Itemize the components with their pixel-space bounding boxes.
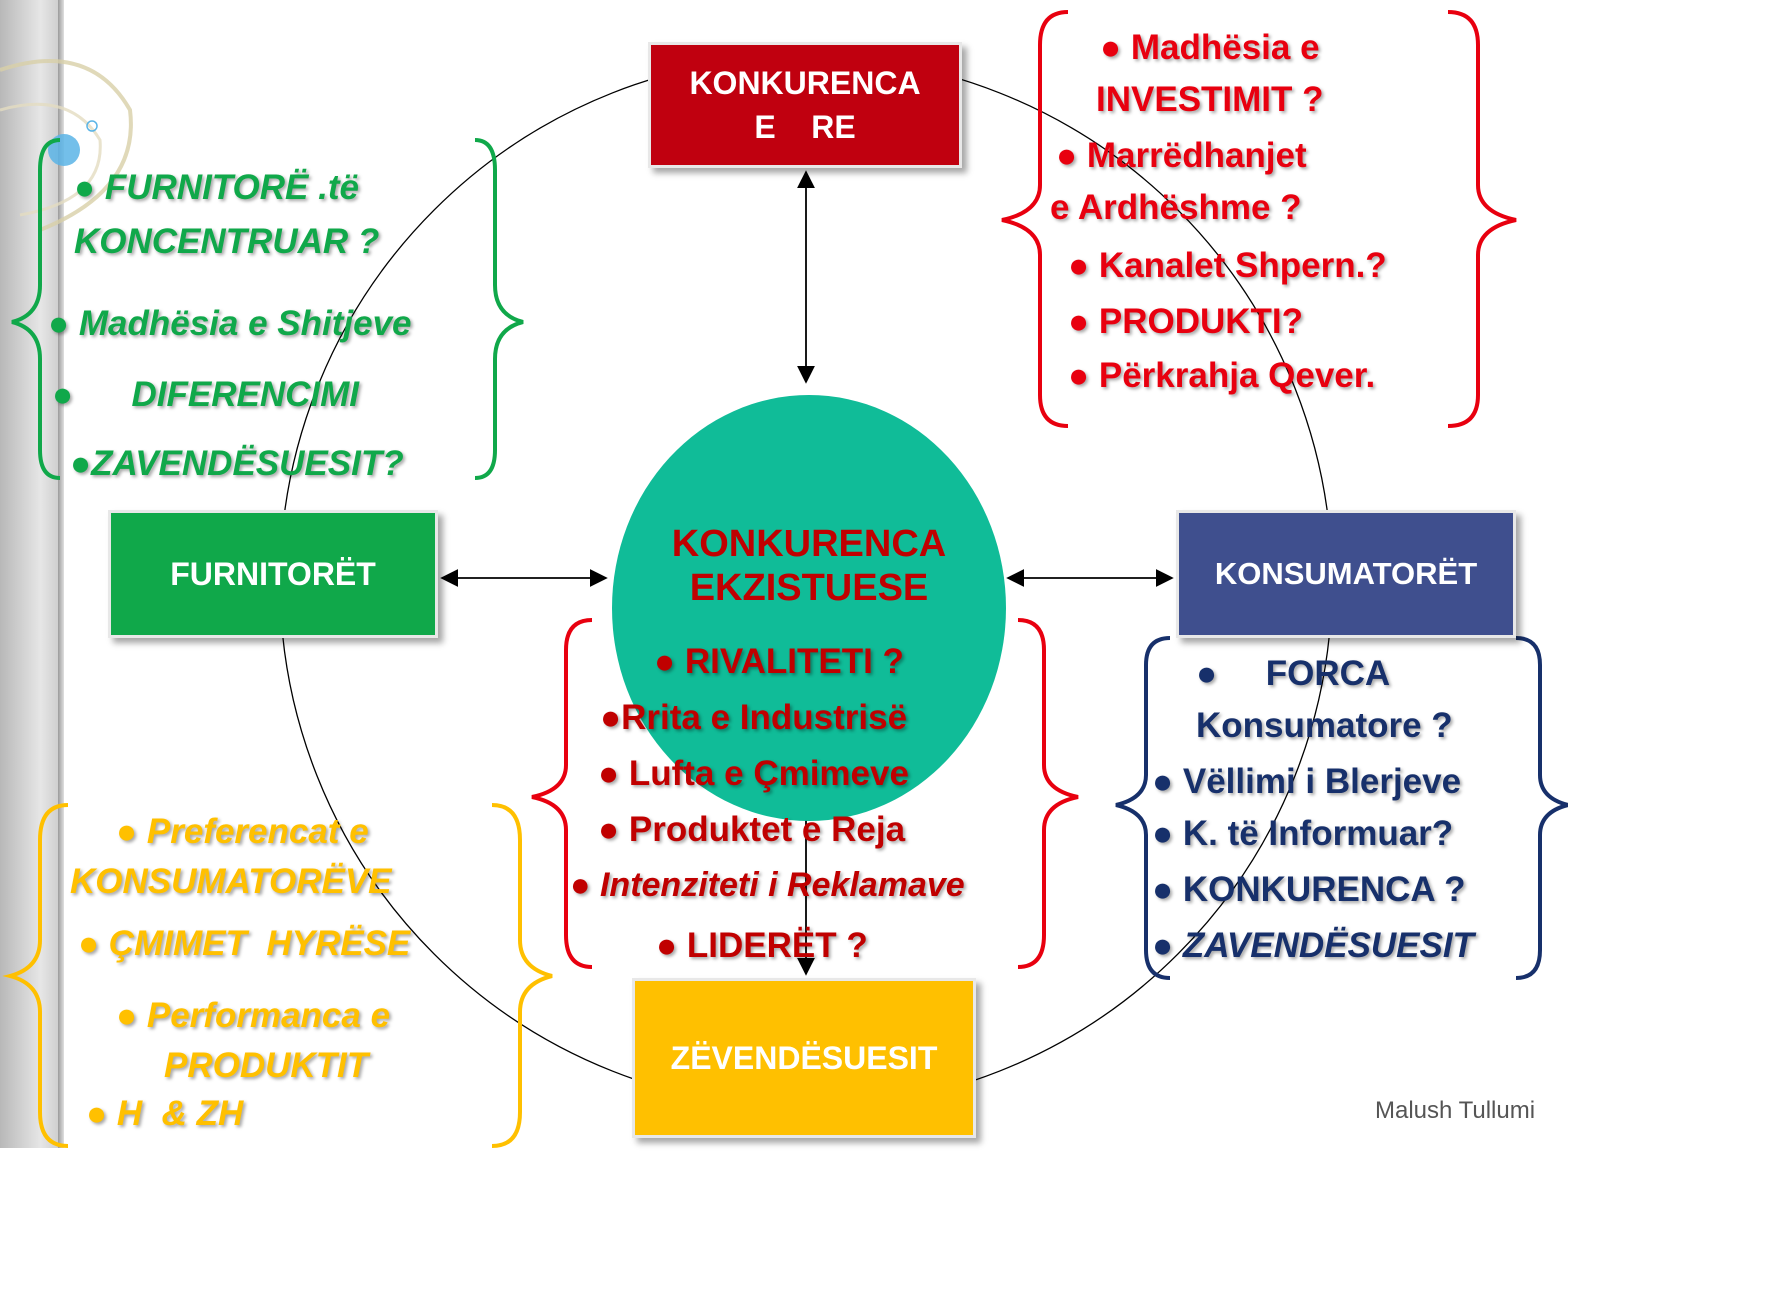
suppliers-note: ●ZAVENDËSUESIT? [70, 444, 404, 483]
substitutes-box: ZËVENDËSUESIT [632, 978, 976, 1138]
deco-ring [0, 102, 102, 217]
substitutes-note: ● Performanca e [116, 996, 391, 1035]
bracket-navy-right [1515, 636, 1568, 980]
bracket-center-left [531, 618, 593, 969]
suppliers-note: ● DIFERENCIMI [52, 375, 359, 414]
rivalry-item: ● Produktet e Reja [598, 810, 906, 849]
suppliers-note: KONCENTRUAR ? [74, 222, 380, 261]
rivalry-item: ● Lufta e Çmimeve [598, 754, 909, 793]
bracket-navy-left [1115, 636, 1171, 980]
bracket-red-left [1001, 10, 1069, 428]
substitutes-note: ● ÇMIMET HYRËSE [78, 924, 411, 963]
new-entrants-note: ● PRODUKTI? [1068, 302, 1304, 341]
rivalry-item: ● LIDERËT ? [656, 926, 868, 965]
new-entrants-note: ● Kanalet Shpern.? [1068, 246, 1387, 285]
buyers-box: KONSUMATORËT [1176, 510, 1516, 638]
new-entrants-note: ● Përkrahja Qever. [1068, 356, 1376, 395]
center-disc [612, 395, 1006, 821]
deco-bubble [48, 134, 80, 166]
bracket-center-right [1017, 618, 1079, 969]
substitutes-label: ZËVENDËSUESIT [670, 1039, 938, 1076]
new-entrants-note: INVESTIMIT ? [1096, 80, 1324, 119]
bracket-yellow-right [491, 803, 553, 1148]
buyers-note: ● KONKURENCA ? [1152, 870, 1466, 909]
slide-sidebar [0, 0, 58, 1148]
buyers-note: ● ZAVENDËSUESIT [1152, 926, 1474, 965]
substitutes-note: ● Preferencat e [116, 812, 369, 851]
rivalry-item: ●Rrita e Industrisë [600, 698, 908, 737]
new-entrants-note: ● Madhësia e [1100, 28, 1320, 67]
buyers-note: ● Vëllimi i Blerjeve [1152, 762, 1462, 801]
buyers-note: ● FORCA [1196, 654, 1391, 693]
author-footer: Malush Tullumi [1375, 1097, 1536, 1124]
new-entrants-label: KONKURENCA [689, 65, 921, 101]
suppliers-note: ● Madhësia e Shitjeve [48, 304, 412, 343]
rivalry-item: ● RIVALITETI ? [654, 642, 904, 681]
buyers-note: ● K. të Informuar? [1152, 814, 1454, 853]
substitutes-note: PRODUKTIT [164, 1046, 369, 1085]
slide-sidebar-edge [58, 0, 64, 1148]
bracket-red-right [1447, 10, 1517, 428]
center-title: KONKURENCA EKZISTUESE [612, 522, 1006, 610]
substitutes-note: ● H & ZH [86, 1094, 244, 1133]
bracket-green-left [11, 138, 61, 480]
new-entrants-label: E RE [754, 109, 856, 145]
new-entrants-box: KONKURENCA E RE [648, 42, 962, 168]
center-title-line: EKZISTUESE [689, 567, 929, 609]
suppliers-box: FURNITORËT [108, 510, 438, 638]
suppliers-note: ● FURNITORË .të [74, 168, 359, 207]
new-entrants-note: e Ardhëshme ? [1050, 188, 1302, 227]
rivalry-item: ● Intenziteti i Reklamave [570, 866, 965, 904]
new-entrants-note: ● Marrëdhanjet [1056, 136, 1307, 175]
deco-ring [0, 59, 133, 232]
deco-bubble [86, 120, 98, 132]
substitutes-note: KONSUMATORËVE [70, 862, 392, 901]
bracket-yellow-left [2, 803, 69, 1148]
center-title-line: KONKURENCA [671, 523, 947, 565]
buyers-label: KONSUMATORËT [1214, 556, 1478, 591]
diagram-lines [0, 10, 1568, 1148]
buyers-note: Konsumatore ? [1196, 706, 1453, 745]
suppliers-label: FURNITORËT [170, 555, 376, 592]
bracket-green-right [474, 138, 524, 480]
